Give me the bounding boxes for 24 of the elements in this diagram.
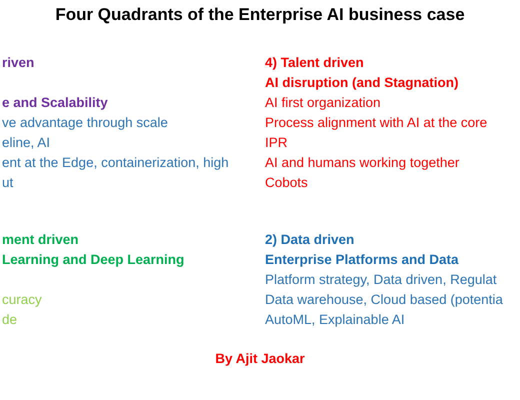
body-text: IPR <box>265 134 288 151</box>
body-text: Data warehouse, Cloud based (potentia <box>265 291 503 308</box>
body-text: eline, AI <box>2 134 50 151</box>
heading-text: Enterprise Platforms and Data <box>265 251 459 268</box>
heading-text: ment driven <box>2 231 79 248</box>
author-credit: By Ajit Jaokar <box>215 350 305 367</box>
heading-text: e and Scalability <box>2 94 108 111</box>
body-text: de <box>2 311 18 328</box>
heading-text: riven <box>2 54 34 71</box>
heading-text: Learning and Deep Learning <box>2 251 184 268</box>
body-text: AI first organization <box>265 94 381 111</box>
body-text: AI and humans working together <box>265 154 460 171</box>
title: Four Quadrants of the Enterprise AI business case <box>55 6 465 23</box>
body-text: ve advantage through scale <box>2 114 168 131</box>
body-text: curacy <box>2 291 42 308</box>
body-text: Cobots <box>265 174 308 191</box>
body-text: Process alignment with AI at the core <box>265 114 488 131</box>
heading-text: 2) Data driven <box>265 231 354 248</box>
body-text: AutoML, Explainable AI <box>265 311 405 328</box>
body-text: Platform strategy, Data driven, Regulat <box>265 271 497 288</box>
body-text: ent at the Edge, containerization, high <box>2 154 229 171</box>
heading-text: AI disruption (and Stagnation) <box>265 74 458 91</box>
body-text: ut <box>2 174 14 191</box>
heading-text: 4) Talent driven <box>265 54 364 71</box>
